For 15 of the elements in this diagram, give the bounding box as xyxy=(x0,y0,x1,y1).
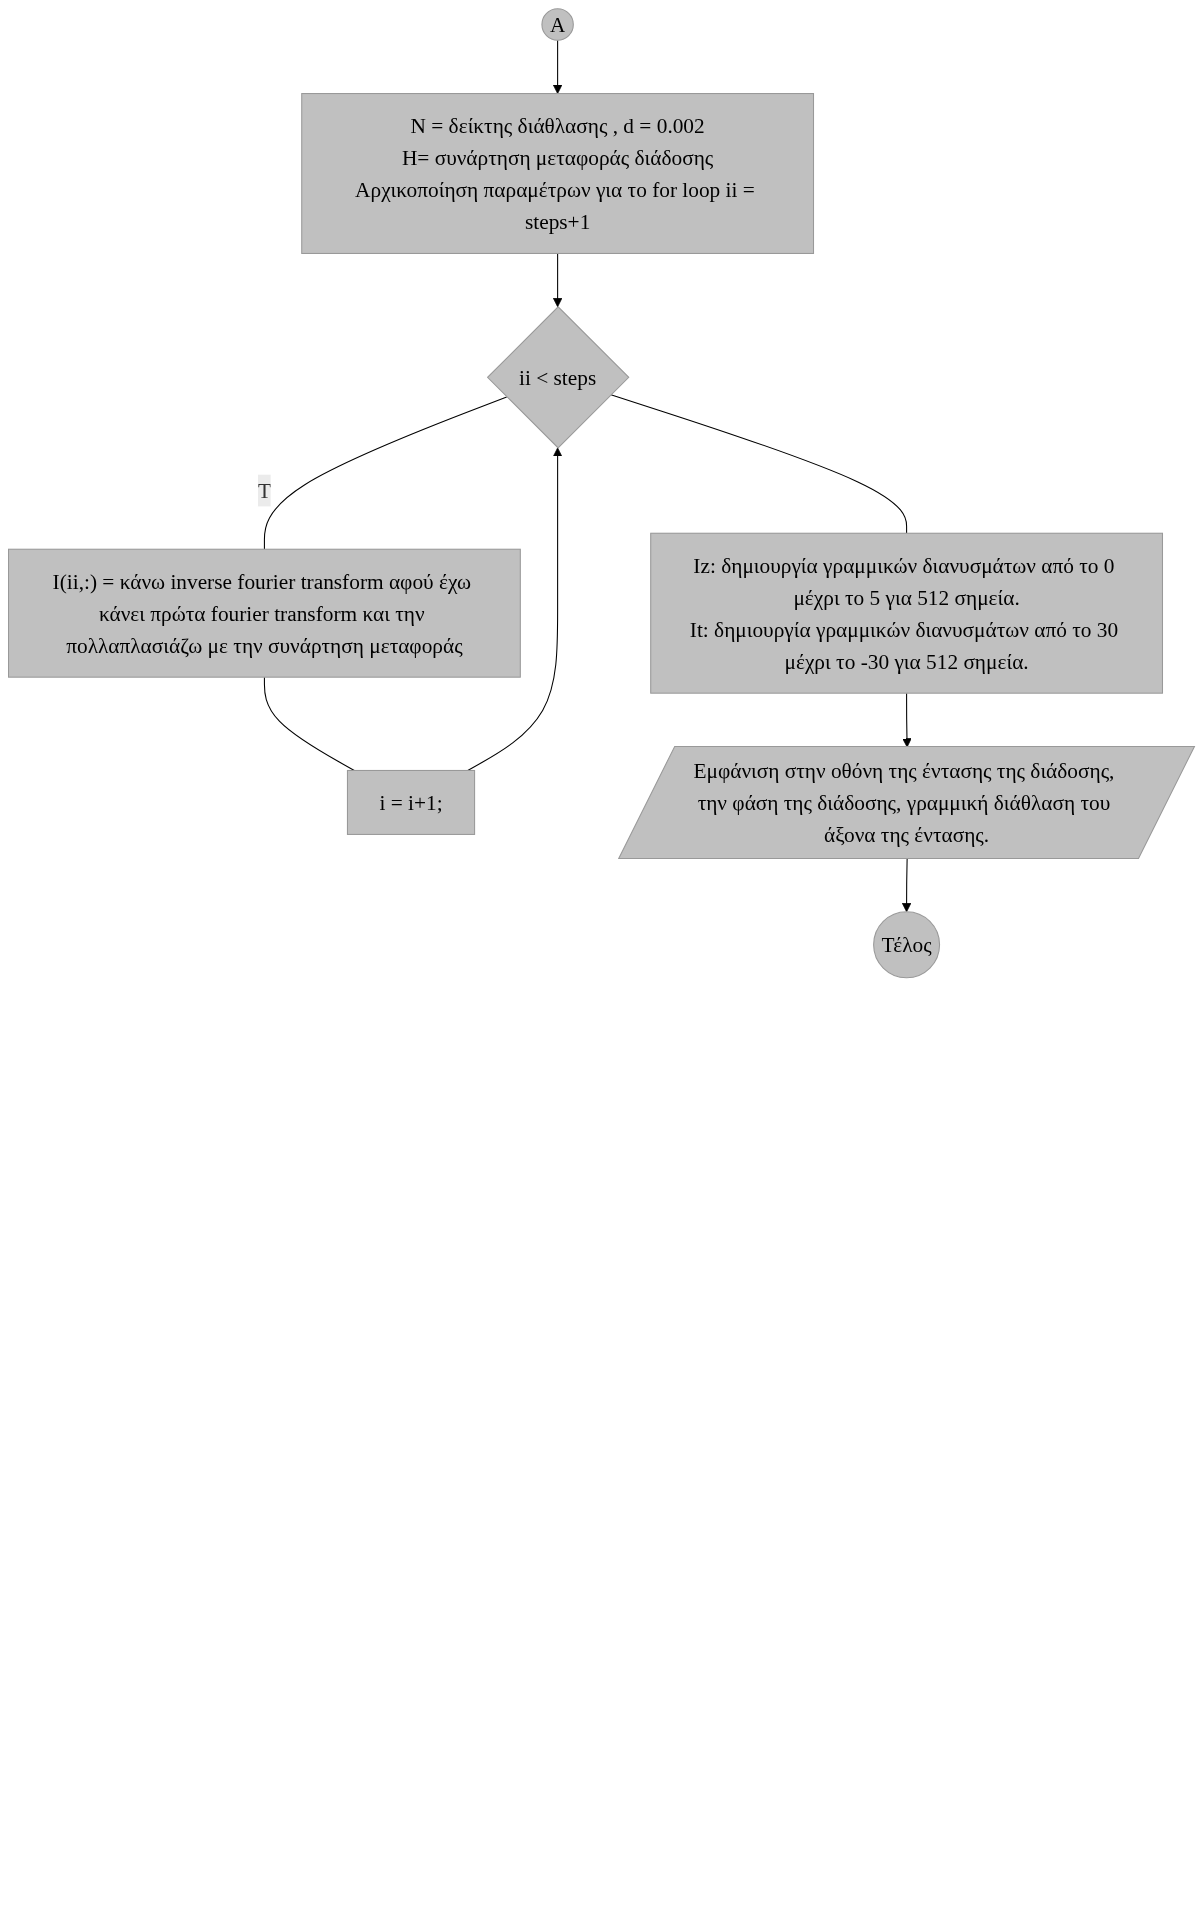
edge-label: T xyxy=(257,478,271,503)
node-box: N = δείκτης διάθλασης , d = 0.002 H= συνάρτηση μεταφοράς διάδοσης Αρχικοποίηση παραμέτρων για το for loop ii = steps+1 xyxy=(301,93,815,254)
node-diamond: ii < steps xyxy=(486,306,630,449)
node-circle: A xyxy=(541,8,574,41)
connector xyxy=(263,676,355,771)
connector xyxy=(263,396,508,550)
arrow xyxy=(552,39,563,94)
arrow xyxy=(901,858,912,913)
node-box: Iz: δημιουργία γραμμικών διανυσμάτων από το 0 μέχρι το 5 για 512 σημεία. It: δημιουργία γραμμικών διανυσμάτων από το 30 μέχρι το -30 για 512 σημεία. xyxy=(650,532,1163,694)
node-box: I(ii,:) = κάνω inverse fourier transform αφού έχω κάνει πρώτα fourier transform και την πολλαπλασιάζω με την συνάρτηση μεταφοράς xyxy=(8,548,521,678)
arrow xyxy=(552,252,563,308)
node-box: i = i+1; xyxy=(346,769,476,835)
arrow xyxy=(467,447,563,771)
node-circle: Τέλος xyxy=(873,911,941,979)
connector xyxy=(610,394,908,534)
